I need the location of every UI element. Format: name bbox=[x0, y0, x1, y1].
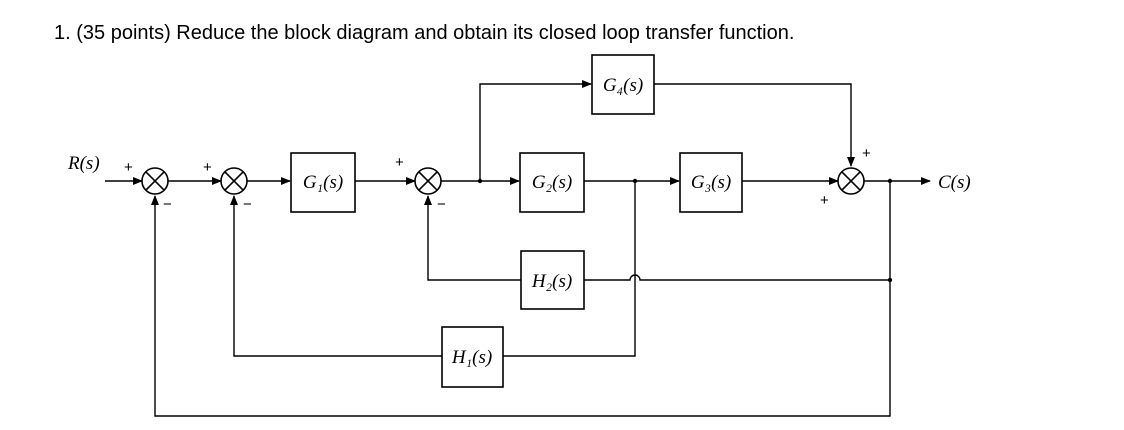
wire-branch-to-g4 bbox=[479, 80, 592, 181]
block-h1: H₁(s) bbox=[441, 326, 504, 388]
junction-dot-h1-pickoff bbox=[632, 178, 638, 184]
block-g2: G₂(s) bbox=[519, 152, 585, 213]
sj4-plus-left-sign: + bbox=[820, 192, 829, 209]
block-g2-label: G₂(s) bbox=[532, 172, 572, 193]
sj1-plus-sign: + bbox=[124, 159, 133, 176]
summing-junction-4 bbox=[837, 167, 865, 195]
wire-output-to-h2 bbox=[584, 181, 891, 281]
block-g1: G₁(s) bbox=[290, 152, 356, 213]
block-g3-label: G₃(s) bbox=[691, 172, 731, 193]
block-g1-label: G₁(s) bbox=[303, 172, 343, 193]
block-g4-label: G₄(s) bbox=[603, 75, 643, 96]
block-h1-label: H₁(s) bbox=[451, 347, 492, 368]
sj2-plus-sign: + bbox=[203, 159, 212, 176]
wire-unity-feedback bbox=[151, 195, 891, 417]
sj3-minus-sign: − bbox=[437, 196, 446, 213]
wire-h2-to-sj3 bbox=[424, 195, 521, 281]
block-g3: G₃(s) bbox=[679, 152, 743, 213]
junction-dot-output bbox=[887, 178, 893, 184]
summing-junction-1 bbox=[141, 167, 169, 195]
summing-junction-2 bbox=[220, 167, 248, 195]
block-h2-label: H₂(s) bbox=[531, 271, 572, 292]
sj4-plus-top-sign: + bbox=[862, 145, 871, 162]
problem-statement: 1. (35 points) Reduce the block diagram … bbox=[54, 22, 795, 44]
block-h2: H₂(s) bbox=[520, 250, 585, 310]
summing-junction-3 bbox=[414, 167, 442, 195]
junction-dot-g4-branch bbox=[477, 178, 483, 184]
sj3-plus-sign: + bbox=[395, 154, 404, 171]
sj2-minus-sign: − bbox=[243, 196, 252, 213]
junction-dot-feedback bbox=[887, 277, 893, 283]
wire-g2-out-to-h1 bbox=[503, 181, 636, 357]
output-label: C(s) bbox=[938, 172, 971, 193]
wire-g4-to-sj4 bbox=[654, 83, 855, 167]
wire-h1-to-sj2 bbox=[230, 195, 442, 357]
input-label: R(s) bbox=[67, 153, 100, 174]
sj1-minus-sign: − bbox=[163, 196, 172, 213]
block-g4: G₄(s) bbox=[591, 54, 655, 115]
